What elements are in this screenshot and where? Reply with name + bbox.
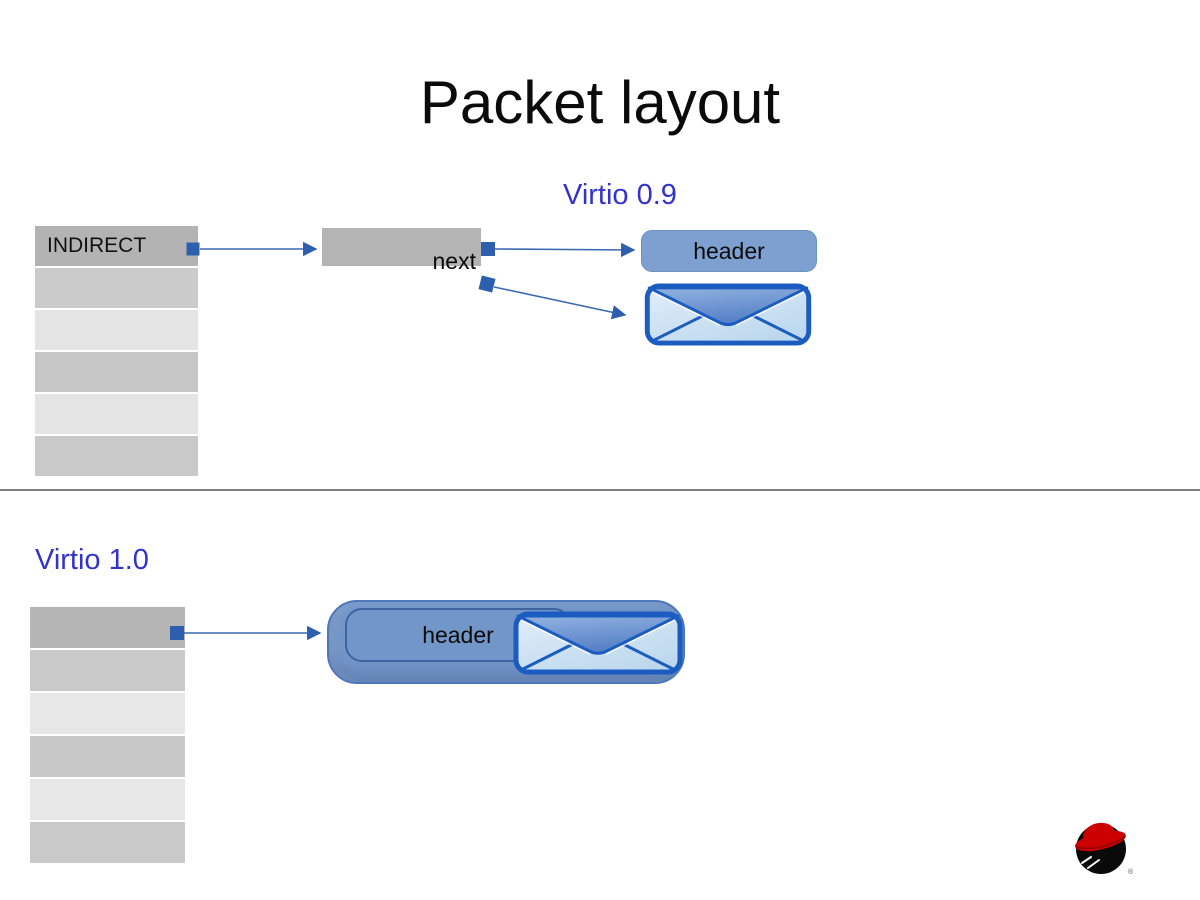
table-row bbox=[30, 693, 185, 734]
envelope-icon bbox=[643, 283, 813, 346]
row-label: INDIRECT bbox=[47, 234, 147, 257]
redhat-logo-icon: ® bbox=[1075, 822, 1134, 876]
virtio-10-label: Virtio 1.0 bbox=[35, 544, 149, 576]
header-box-09: header bbox=[641, 230, 817, 272]
table-row bbox=[35, 268, 198, 308]
descriptor-ring-table-09: INDIRECT bbox=[35, 226, 198, 478]
virtio-09-label: Virtio 0.9 bbox=[563, 179, 677, 211]
table-row bbox=[35, 436, 198, 476]
table-row: INDIRECT bbox=[35, 226, 198, 266]
indirect-descriptor-box: next bbox=[322, 228, 481, 274]
svg-text:®: ® bbox=[1128, 868, 1134, 876]
descriptor-ring-table-10 bbox=[30, 607, 185, 865]
connector-square bbox=[478, 275, 496, 293]
table-row bbox=[30, 822, 185, 863]
section-divider bbox=[0, 489, 1200, 491]
table-row bbox=[35, 394, 198, 434]
envelope-icon bbox=[513, 610, 683, 676]
table-row bbox=[30, 607, 185, 648]
table-row bbox=[30, 736, 185, 777]
table-row bbox=[322, 228, 481, 266]
table-row bbox=[30, 650, 185, 691]
connector-square bbox=[481, 242, 495, 256]
next-field-label: next bbox=[432, 248, 476, 274]
table-row bbox=[35, 310, 198, 350]
page-title: Packet layout bbox=[419, 69, 781, 136]
table-row bbox=[30, 779, 185, 820]
table-row bbox=[35, 352, 198, 392]
combined-buffer-box: header bbox=[327, 600, 685, 684]
